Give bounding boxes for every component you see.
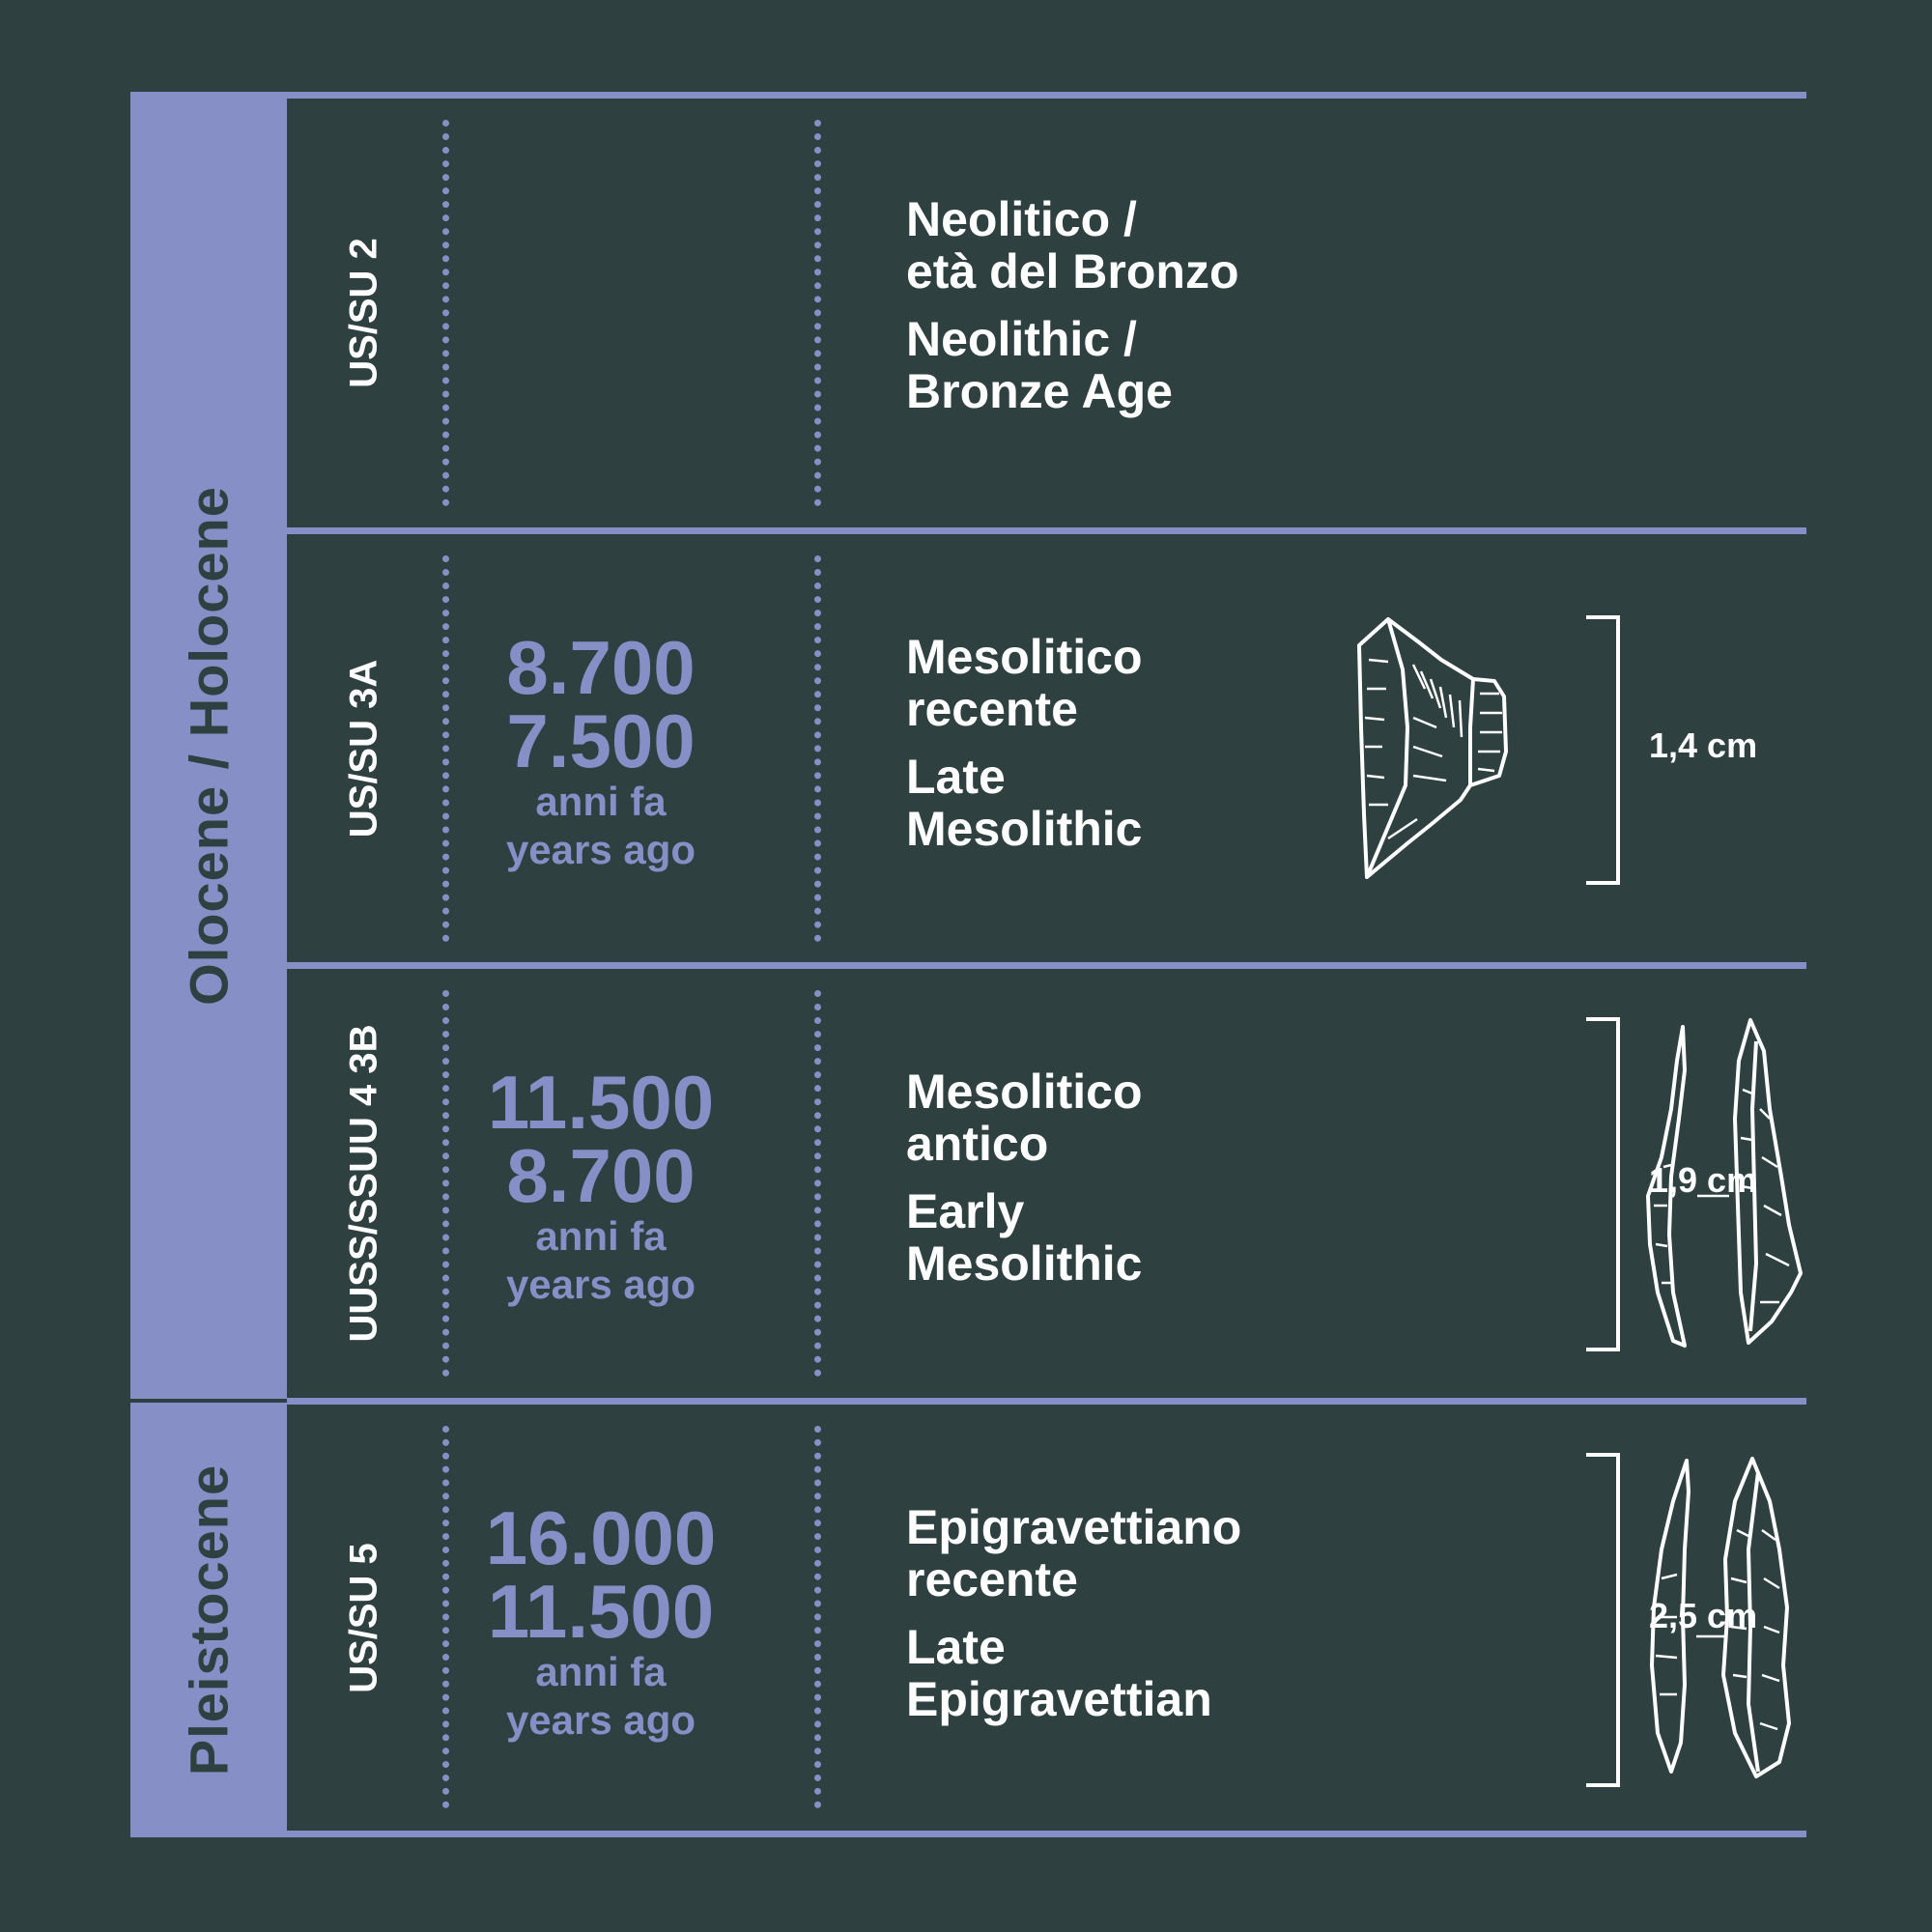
dotted-divider (814, 120, 821, 506)
date-end: 11.500 (487, 1569, 715, 1654)
date-end: 7.500 (506, 698, 696, 783)
date-unit-it: anni fa (535, 779, 667, 824)
period-en-line2: Mesolithic (906, 1236, 1143, 1291)
date-end: 8.700 (506, 1133, 696, 1218)
date-start: 16.000 (485, 1495, 717, 1580)
layer-row-us3a: US/SU 3A 8.700 7.500 anni fa years ago M… (287, 534, 1806, 962)
date-unit-en: years ago (505, 827, 696, 872)
scale-bracket (1586, 615, 1620, 885)
scale-label: 2,5 cm (1649, 1596, 1758, 1635)
row-divider (287, 527, 1806, 534)
dotted-divider (814, 555, 821, 942)
date-unit-it: anni fa (535, 1649, 667, 1694)
period-en-line1: Late (906, 750, 1006, 804)
epoch-bar-pleistocene: Pleistocene (130, 1403, 287, 1837)
period-text: Neolitico /età del Bronzo Neolithic /Bro… (906, 193, 1238, 417)
period-it-line2: recente (906, 1552, 1078, 1606)
artifact-drawing-trapeze (1357, 617, 1508, 879)
date-unit-it: anni fa (535, 1213, 667, 1259)
period-it-line2: recente (906, 682, 1078, 736)
period-en-line1: Neolithic / (906, 312, 1137, 366)
artifact-drawing-point (1646, 1018, 1803, 1348)
epoch-label-holocene: Olocene / Holocene (178, 485, 240, 1006)
date-range: 11.500 8.700 anni fa years ago (451, 1065, 751, 1309)
scale-bracket (1586, 1453, 1620, 1787)
scale-label: 1,9 cm (1649, 1160, 1758, 1200)
date-range: 16.000 11.500 anni fa years ago (451, 1495, 751, 1745)
period-it-line2: antico (906, 1117, 1049, 1171)
layer-row-us5: US/SU 5 16.000 11.500 anni fa years ago … (287, 1405, 1806, 1831)
layer-row-us2: US/SU 2 Neolitico /età del Bronzo Neolit… (287, 99, 1806, 527)
dotted-divider (442, 990, 449, 1377)
row-divider (287, 92, 1806, 99)
period-it-line1: Neolitico / (906, 192, 1137, 246)
date-start: 11.500 (487, 1060, 715, 1145)
artifact-drawing-backed-point (1650, 1457, 1791, 1778)
layer-row-us4-3b: UUSS/SSUU 4 3B 11.500 8.700 anni fa year… (287, 969, 1806, 1398)
epoch-bar-holocene: Olocene / Holocene (130, 92, 287, 1399)
dotted-divider (442, 120, 449, 506)
period-it-line1: Epigravettiano (906, 1500, 1242, 1554)
period-en-line2: Bronze Age (906, 364, 1173, 418)
date-unit-en: years ago (505, 1697, 696, 1743)
date-unit-en: years ago (505, 1262, 696, 1307)
dotted-divider (814, 990, 821, 1377)
epoch-label-pleistocene: Pleistocene (178, 1463, 240, 1776)
period-en-line2: Epigravettian (906, 1672, 1212, 1726)
scale-bracket (1586, 1017, 1620, 1351)
row-divider (287, 1831, 1806, 1837)
dotted-divider (814, 1426, 821, 1808)
period-it-line1: Mesolitico (906, 630, 1143, 684)
period-it-line2: età del Bronzo (906, 244, 1239, 298)
row-divider (287, 1398, 1806, 1405)
scale-label: 1,4 cm (1649, 725, 1758, 765)
date-start: 8.700 (506, 625, 696, 710)
period-it-line1: Mesolitico (906, 1065, 1143, 1119)
period-en-line1: Early (906, 1184, 1025, 1238)
dotted-divider (442, 1426, 449, 1808)
dotted-divider (442, 555, 449, 942)
period-en-line2: Mesolithic (906, 802, 1143, 856)
row-divider (287, 962, 1806, 969)
date-range: 8.700 7.500 anni fa years ago (451, 625, 751, 874)
period-en-line1: Late (906, 1620, 1006, 1674)
